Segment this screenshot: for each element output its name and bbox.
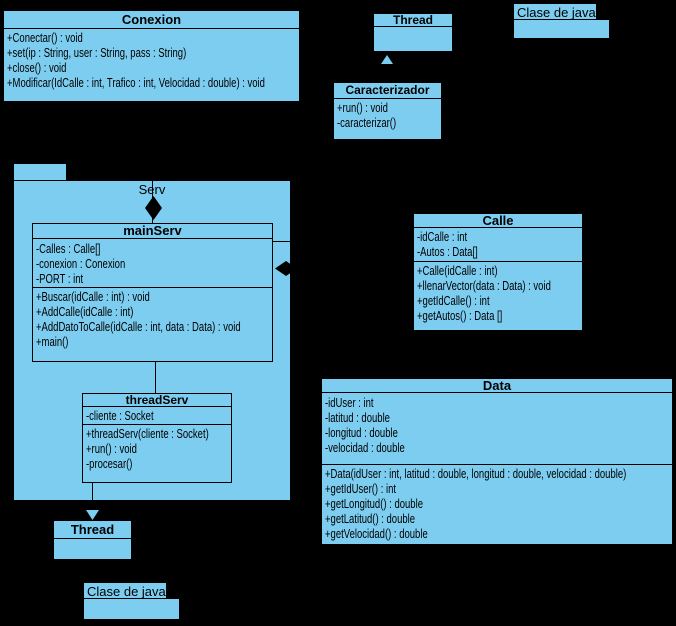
package-serv-tab (13, 163, 67, 181)
class-conexion: Conexion +Conectar() : void +set(ip : St… (3, 10, 300, 102)
class-data: Data -idUser : int -latitud : double -lo… (321, 378, 673, 545)
class-title: Thread (54, 521, 131, 539)
class-attributes: -idUser : int -latitud : double -longitu… (322, 393, 672, 465)
uml-member: +run() : void (86, 442, 137, 456)
uml-member: +Modificar(IdCalle : int, Trafico : int,… (7, 76, 265, 90)
class-threadserv: threadServ -cliente : Socket +threadServ… (82, 393, 232, 483)
composition-diamond-icon (275, 261, 297, 276)
association-line-mainserv-calle (273, 241, 292, 242)
uml-member: +set(ip : String, user : String, pass : … (7, 46, 187, 60)
uml-member: -conexion : Conexion (36, 257, 126, 271)
uml-member: +Conectar() : void (7, 31, 83, 45)
uml-member: -PORT : int (36, 272, 84, 286)
class-attributes: -idCalle : int -Autos : Data[] (414, 228, 582, 262)
class-methods: +Data(idUser : int, latitud : double, lo… (322, 465, 672, 542)
uml-member: -velocidad : double (325, 441, 405, 455)
uml-member: +AddDatoToCalle(idCalle : int, data : Da… (36, 320, 241, 334)
class-calle: Calle -idCalle : int -Autos : Data[] +Ca… (413, 213, 583, 331)
uml-member: +getLongitud() : double (325, 497, 423, 511)
uml-member: +close() : void (7, 61, 67, 75)
uml-member: -longitud : double (325, 426, 398, 440)
uml-member: -latitud : double (325, 411, 390, 425)
uml-member: +getAutos() : Data [] (417, 309, 503, 323)
generalization-line-threadserv-thread (92, 482, 93, 502)
uml-member: -Autos : Data[] (417, 245, 478, 259)
class-attributes: -cliente : Socket (83, 407, 231, 425)
class-methods: +Conectar() : void +set(ip : String, use… (4, 29, 299, 91)
class-title: Data (322, 379, 672, 393)
class-title: Caracterizador (334, 83, 441, 99)
uml-member: +AddCalle(idCalle : int) (36, 305, 134, 319)
class-methods: +Calle(idCalle : int) +llenarVector(data… (414, 262, 582, 324)
class-thread-bottom: Thread (53, 520, 132, 560)
class-title: Conexion (4, 11, 299, 29)
uml-member: +threadServ(cliente : Socket) (86, 427, 209, 441)
uml-member: +Buscar(idCalle : int) : void (36, 290, 150, 304)
class-methods: +threadServ(cliente : Socket) +run() : v… (83, 425, 231, 472)
package-clase-de-java-bottom-label: Clase de java (87, 584, 166, 599)
uml-member: +getLatitud() : double (325, 512, 416, 526)
class-title: Thread (374, 14, 452, 27)
class-methods: +Buscar(idCalle : int) : void +AddCalle(… (33, 288, 272, 350)
uml-member: +run() : void (337, 101, 388, 115)
uml-member: -cliente : Socket (86, 409, 154, 423)
class-thread-top: Thread (373, 13, 453, 52)
generalization-arrowhead-icon (381, 55, 393, 64)
uml-member: -caracterizar() (337, 116, 397, 130)
package-clase-de-java-top-label: Clase de java (517, 5, 596, 20)
uml-member: +main() (36, 335, 69, 349)
uml-member: -idCalle : int (417, 230, 468, 244)
uml-member: +Data(idUser : int, latitud : double, lo… (325, 467, 627, 481)
class-attributes: -Calles : Calle[] -conexion : Conexion -… (33, 239, 272, 288)
composition-diamond-icon (145, 196, 162, 220)
package-clase-de-java-bottom-body (83, 598, 180, 620)
class-title: mainServ (33, 224, 272, 239)
uml-member: +getIdUser() : int (325, 482, 397, 496)
uml-member: +getIdCalle() : int (417, 294, 490, 308)
class-mainserv: mainServ -Calles : Calle[] -conexion : C… (32, 223, 273, 362)
uml-member: -procesar() (86, 457, 133, 471)
uml-member: -idUser : int (325, 396, 374, 410)
uml-member: -Calles : Calle[] (36, 242, 101, 256)
generalization-arrowhead-icon (86, 510, 99, 520)
package-serv-label: Serv (13, 182, 291, 197)
uml-member: +Calle(idCalle : int) (417, 264, 498, 278)
class-title: Calle (414, 214, 582, 228)
class-caracterizador: Caracterizador +run() : void -caracteriz… (333, 82, 442, 140)
uml-member: +getVelocidad() : double (325, 527, 428, 541)
class-title: threadServ (83, 394, 231, 407)
class-methods: +run() : void -caracterizar() (334, 99, 441, 131)
association-line-mainserv-threadserv (155, 361, 156, 394)
package-clase-de-java-top-body (513, 19, 610, 39)
uml-member: +llenarVector(data : Data) : void (417, 279, 551, 293)
